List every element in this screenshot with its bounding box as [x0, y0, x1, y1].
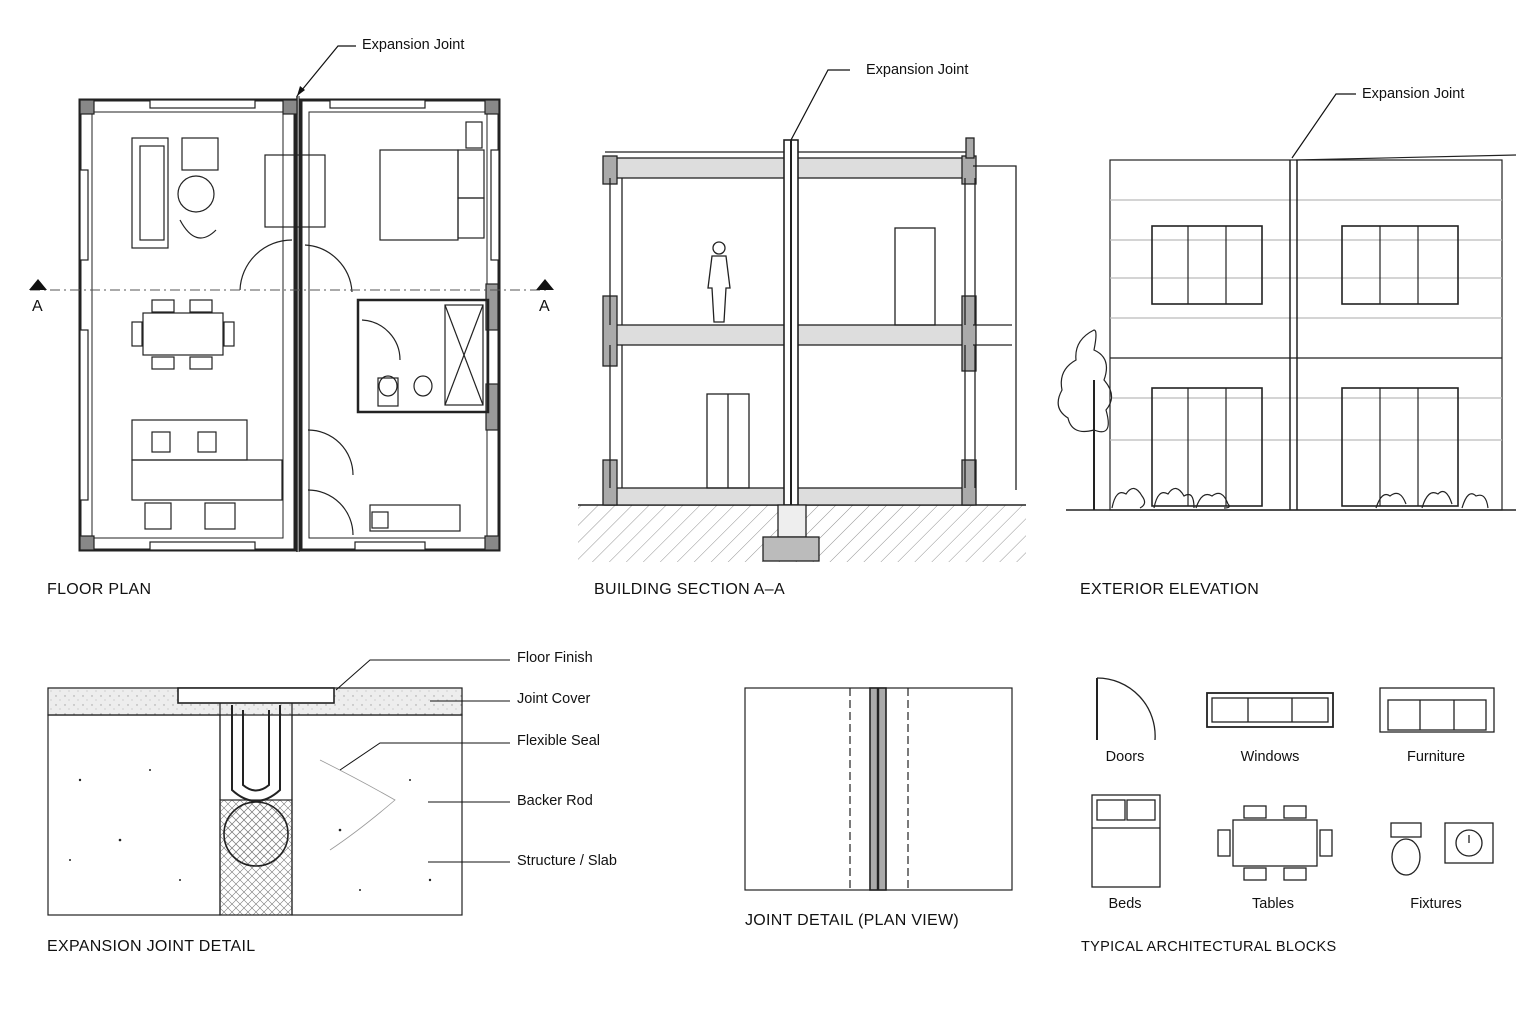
floor-plan-callout: Expansion Joint [362, 37, 465, 53]
floor-plan-title: FLOOR PLAN [47, 581, 152, 598]
label-floor-finish: Floor Finish [517, 650, 593, 666]
block-label-windows: Windows [1240, 749, 1300, 765]
label-backer-rod: Backer Rod [517, 793, 593, 809]
section-mark-left: A [32, 298, 43, 315]
plan-view-drawing [744, 687, 1013, 891]
plan-view-title: JOINT DETAIL (PLAN VIEW) [745, 912, 960, 929]
plan-view-panel: JOINT DETAIL (PLAN VIEW) [720, 660, 1040, 960]
section-callout: Expansion Joint [866, 62, 969, 78]
label-flexible-seal: Flexible Seal [517, 733, 601, 749]
block-label-doors: Doors [1105, 749, 1145, 765]
section-title: BUILDING SECTION A–A [594, 581, 785, 598]
block-label-tables: Tables [1252, 896, 1294, 912]
blocks-title: TYPICAL ARCHITECTURAL BLOCKS [1081, 939, 1337, 955]
elevation-title: EXTERIOR ELEVATION [1080, 581, 1260, 598]
label-structure-slab: Structure / Slab [517, 853, 617, 869]
block-label-furniture: Furniture [1406, 749, 1466, 765]
block-label-fixtures: Fixtures [1410, 896, 1462, 912]
floor-plan-drawing [29, 45, 554, 552]
joint-detail-panel: Floor Finish Joint Cover Flexible Seal B… [0, 620, 700, 980]
joint-detail-title: EXPANSION JOINT DETAIL [47, 938, 256, 955]
joint-detail-drawing [47, 659, 510, 916]
elevation-drawing [1057, 93, 1517, 511]
block-label-beds: Beds [1108, 896, 1142, 912]
blocks-panel: Doors Windows Furniture Beds Tables Fixt… [1060, 660, 1536, 960]
section-mark-right: A [539, 298, 550, 315]
blocks-drawing [1091, 677, 1495, 888]
floor-plan-panel: Expansion Joint A A FLOOR PLAN [0, 0, 580, 610]
elevation-panel: Expansion Joint EXTERIOR ELEVATION [1040, 0, 1536, 610]
label-joint-cover: Joint Cover [517, 691, 591, 707]
elevation-callout: Expansion Joint [1362, 86, 1465, 102]
section-drawing [578, 69, 1026, 562]
section-panel: Expansion Joint BUILDING SECTION A–A [570, 0, 1050, 610]
